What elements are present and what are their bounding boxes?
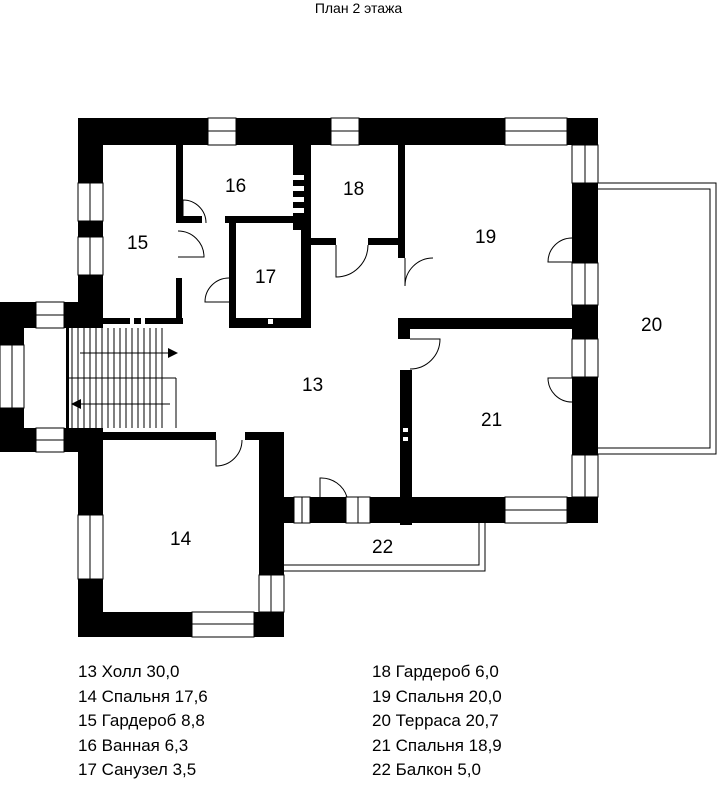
- legend-left-column: 13 Холл 30,0 14 Спальня 17,6 15 Гардероб…: [78, 660, 208, 783]
- room-label-20: 20: [641, 315, 662, 336]
- room-labels: 13 14 15 16 17 18 19 20 21 22: [127, 176, 662, 558]
- room-label-16: 16: [225, 176, 246, 197]
- legend-item: 20 Терраса 20,7: [372, 711, 499, 730]
- room-label-19: 19: [475, 227, 496, 248]
- legend-item: 17 Санузел 3,5: [78, 760, 197, 779]
- room-label-15: 15: [127, 233, 148, 254]
- legend-item: 15 Гардероб 8,8: [78, 711, 205, 730]
- legend-item: 21 Спальня 18,9: [372, 735, 502, 755]
- room-label-22: 22: [372, 537, 393, 558]
- legend-right-column: 18 Гардероб 6,0 19 Спальня 20,0 20 Терра…: [372, 660, 502, 783]
- room-label-13: 13: [302, 375, 323, 396]
- floor-plan: 13 14 15 16 17 18 19 20 21 22: [0, 117, 717, 638]
- legend-item: 14 Спальня 17,6: [78, 686, 208, 706]
- legend-item: 13 Холл 30,0: [78, 662, 180, 681]
- room-label-18: 18: [343, 179, 364, 200]
- stairs: [69, 328, 177, 428]
- vent-marks: [130, 175, 408, 441]
- legend-item: 18 Гардероб 6,0: [372, 662, 499, 681]
- stair-arrows: [71, 348, 178, 409]
- legend-item: 16 Ванная 6,3: [78, 735, 189, 755]
- window-lines: [11, 130, 586, 625]
- plan-title: План 2 этажа: [314, 0, 403, 16]
- doors: [177, 199, 573, 498]
- legend-item: 19 Спальня 20,0: [372, 686, 502, 706]
- terrace-outline: [597, 182, 717, 455]
- balcony-outline: [284, 522, 486, 572]
- room-label-14: 14: [170, 529, 192, 550]
- room-label-17: 17: [255, 267, 276, 288]
- legend-item: 22 Балкон 5,0: [372, 760, 481, 779]
- room-label-21: 21: [481, 410, 502, 431]
